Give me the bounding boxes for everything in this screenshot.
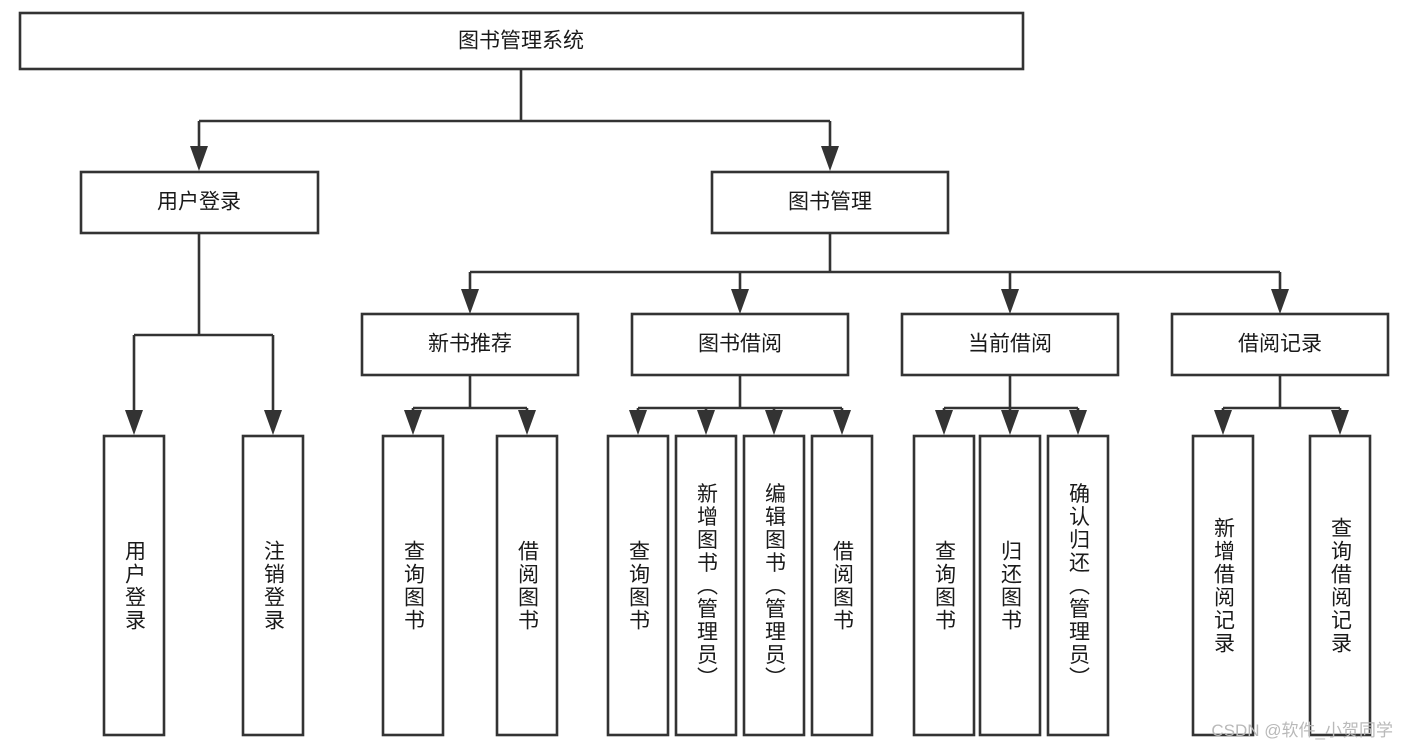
node-leaf-bb-query-book[interactable]: 查询图书 (606, 434, 670, 737)
arrow-head-leaf-logout (264, 410, 282, 435)
node-leaf-nb-query-book[interactable]: 查询图书 (381, 434, 445, 737)
node-leaf-bb-borrow-book[interactable]: 借阅图书 (810, 434, 874, 737)
arrow-head-user-login (190, 146, 208, 171)
arrow-head-nb-leaf-1 (404, 410, 422, 435)
node-borrow-record[interactable]: 借阅记录 (1170, 312, 1390, 377)
node-user-login[interactable]: 用户登录 (79, 170, 320, 235)
arrow-head-current-borrow (1001, 289, 1019, 314)
node-leaf-bb-edit-book-label: 编辑图书（管理员） (763, 483, 787, 690)
node-leaf-nb-query-book-label: 查询图书 (402, 540, 426, 632)
node-leaf-bb-edit-book[interactable]: 编辑图书（管理员） (742, 434, 806, 737)
node-leaf-bb-add-book[interactable]: 新增图书（管理员） (674, 434, 738, 737)
connector-group-book-borrow (629, 375, 851, 435)
node-leaf-bb-borrow-book-label: 借阅图书 (831, 540, 855, 632)
node-leaf-cb-return-book-label: 归还图书 (999, 540, 1023, 632)
arrow-head-cb-leaf-3 (1069, 410, 1087, 435)
connector-group-user-login (125, 233, 282, 435)
node-leaf-cb-confirm-return-box[interactable] (1046, 434, 1110, 737)
node-user-login-box[interactable] (79, 170, 320, 235)
node-book-management-box[interactable] (710, 170, 950, 235)
node-book-management[interactable]: 图书管理 (710, 170, 950, 235)
node-leaf-br-query-record-box[interactable] (1308, 434, 1372, 737)
arrow-head-nb-leaf-2 (518, 410, 536, 435)
node-borrow-record-box[interactable] (1170, 312, 1390, 377)
connector-group-new-book-rec (404, 375, 536, 435)
node-book-borrow[interactable]: 图书借阅 (630, 312, 850, 377)
arrow-head-borrow-record (1271, 289, 1289, 314)
node-new-book-recommend[interactable]: 新书推荐 (360, 312, 580, 377)
node-leaf-cb-confirm-return-label: 确认归还（管理员） (1067, 483, 1091, 690)
node-leaf-bb-borrow-book-box[interactable] (810, 434, 874, 737)
arrow-head-bb-leaf-3 (765, 410, 783, 435)
arrow-head-leaf-user-login (125, 410, 143, 435)
arrow-head-bb-leaf-2 (697, 410, 715, 435)
node-leaf-logout-box[interactable] (241, 434, 305, 737)
node-root-box[interactable] (18, 11, 1025, 71)
node-leaf-user-login-label: 用户登录 (123, 540, 147, 632)
node-root-label: 图书管理系统 (458, 30, 584, 53)
node-leaf-bb-query-book-label: 查询图书 (627, 540, 651, 632)
node-leaf-br-add-record-box[interactable] (1191, 434, 1255, 737)
node-book-borrow-label: 图书借阅 (698, 333, 782, 356)
node-leaf-cb-return-book[interactable]: 归还图书 (978, 434, 1042, 737)
arrow-head-bb-leaf-4 (833, 410, 851, 435)
node-user-login-label: 用户登录 (157, 191, 241, 214)
arrow-head-book-mgmt (821, 146, 839, 171)
node-leaf-logout[interactable]: 注销登录 (241, 434, 305, 737)
node-borrow-record-label: 借阅记录 (1238, 333, 1322, 356)
connector-group-current-borrow (935, 375, 1087, 435)
node-book-borrow-box[interactable] (630, 312, 850, 377)
node-leaf-cb-query-book-label: 查询图书 (933, 540, 957, 632)
node-leaf-br-query-record-label: 查询借阅记录 (1329, 517, 1353, 655)
watermark: CSDN @软件_小贺同学 (1211, 721, 1393, 740)
node-leaf-br-query-record[interactable]: 查询借阅记录 (1308, 434, 1372, 737)
arrow-head-book-borrow (731, 289, 749, 314)
node-leaf-bb-query-book-box[interactable] (606, 434, 670, 737)
arrow-head-bb-leaf-1 (629, 410, 647, 435)
arrow-head-cb-leaf-2 (1001, 410, 1019, 435)
node-leaf-cb-confirm-return[interactable]: 确认归还（管理员） (1046, 434, 1110, 737)
node-leaf-nb-borrow-book-label: 借阅图书 (516, 540, 540, 632)
node-leaf-logout-label: 注销登录 (262, 540, 286, 632)
node-leaf-nb-borrow-book[interactable]: 借阅图书 (495, 434, 559, 737)
node-current-borrow-box[interactable] (900, 312, 1120, 377)
arrow-head-br-leaf-2 (1331, 410, 1349, 435)
node-leaf-nb-borrow-book-box[interactable] (495, 434, 559, 737)
node-leaf-bb-add-book-label: 新增图书（管理员） (695, 483, 719, 690)
node-root[interactable]: 图书管理系统 (18, 11, 1025, 71)
node-leaf-nb-query-book-box[interactable] (381, 434, 445, 737)
connector-group-borrow-record (1214, 375, 1349, 435)
arrow-head-new-book-rec (461, 289, 479, 314)
node-current-borrow-label: 当前借阅 (968, 333, 1052, 356)
node-leaf-bb-edit-book-box[interactable] (742, 434, 806, 737)
node-new-book-recommend-label: 新书推荐 (428, 333, 512, 356)
arrow-head-br-leaf-1 (1214, 410, 1232, 435)
node-leaf-cb-query-book[interactable]: 查询图书 (912, 434, 976, 737)
node-leaf-cb-return-book-box[interactable] (978, 434, 1042, 737)
node-leaf-cb-query-book-box[interactable] (912, 434, 976, 737)
connector-group-root (190, 69, 839, 171)
node-leaf-br-add-record[interactable]: 新增借阅记录 (1191, 434, 1255, 737)
node-current-borrow[interactable]: 当前借阅 (900, 312, 1120, 377)
arrow-head-cb-leaf-1 (935, 410, 953, 435)
node-leaf-user-login[interactable]: 用户登录 (102, 434, 166, 737)
node-leaf-bb-add-book-box[interactable] (674, 434, 738, 737)
node-leaf-user-login-box[interactable] (102, 434, 166, 737)
node-book-management-label: 图书管理 (788, 191, 872, 214)
node-new-book-recommend-box[interactable] (360, 312, 580, 377)
connector-group-book-mgmt (461, 233, 1289, 314)
node-leaf-br-add-record-label: 新增借阅记录 (1212, 517, 1236, 655)
